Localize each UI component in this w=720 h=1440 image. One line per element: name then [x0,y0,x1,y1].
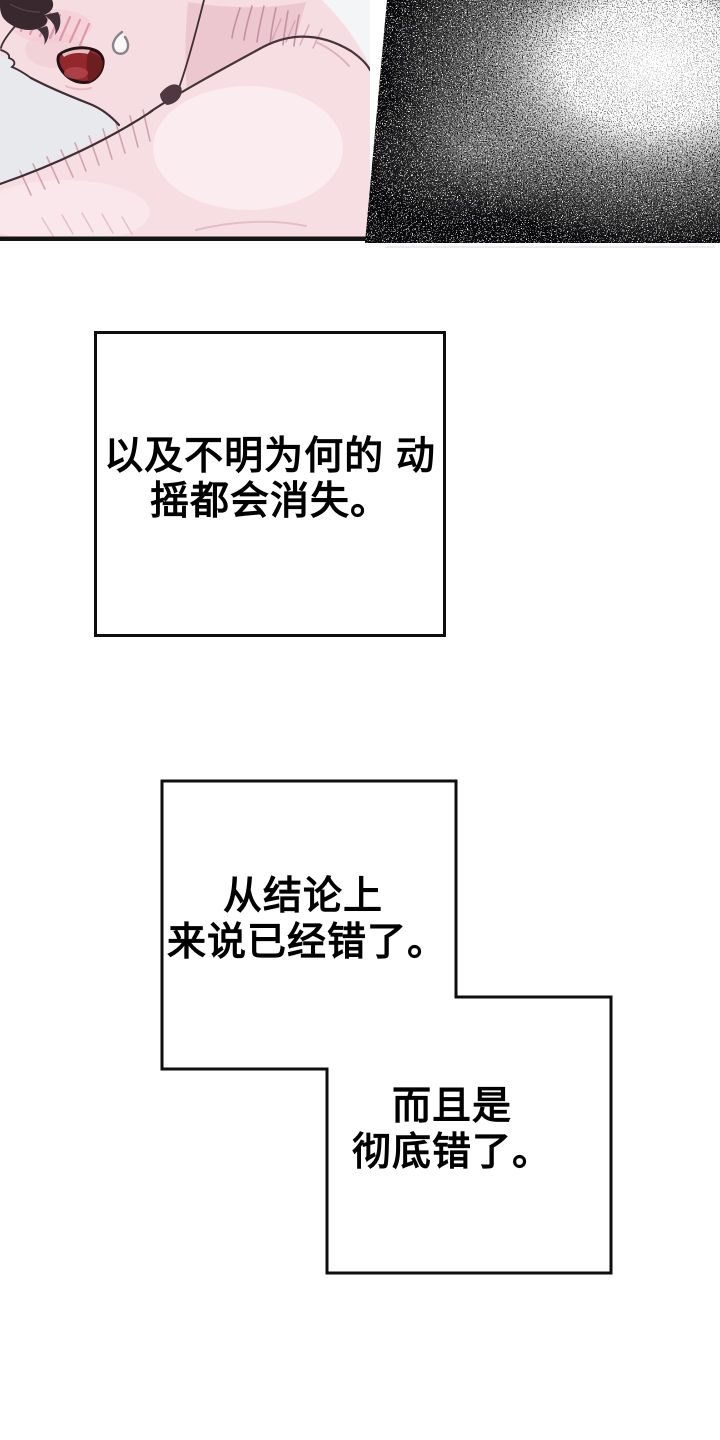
hair [0,0,61,45]
trapezius-hatching [19,109,151,196]
mouth [56,46,105,91]
speech-box-1: 以及不明为何的 动摇都会消失。 [94,331,446,637]
chest-highlight [0,180,150,241]
stepped-box-shape [160,779,613,1275]
nape-hair-strands [231,5,300,47]
caption-box3-line2: 彻底错了。 [351,1131,552,1174]
caption-box3: 而且是 彻底错了。 [327,1084,577,1176]
stepped-box-outline [160,779,613,1275]
caption-box2: 从结论上 来说已经错了。 [167,874,448,966]
caption-box2-line1: 从结论上 [222,875,383,918]
hair-wedge [160,84,182,105]
art-panel [0,0,370,241]
noise-panel [365,0,720,243]
caption-box3-line1: 而且是 [391,1085,512,1128]
shoulder-highlight [153,86,343,210]
panel-bottom-border [0,236,370,241]
caption-box1-line1: 以及不明为何的 [104,435,385,478]
background-notch [0,56,120,184]
caption-box1-line2: 动摇都会消失。 [149,435,436,523]
corner-light [322,0,370,66]
black-speckles [365,0,720,243]
caption-box1: 以及不明为何的 动摇都会消失。 [97,434,443,524]
chest-hatching [41,212,133,237]
speckle-burst [365,0,720,243]
sweat-drop [111,30,130,55]
stepped-speech-box [159,778,615,1278]
panel-underline [385,246,715,248]
character-illustration [0,0,370,241]
caption-box2-line2: 来说已经错了。 [167,921,448,964]
